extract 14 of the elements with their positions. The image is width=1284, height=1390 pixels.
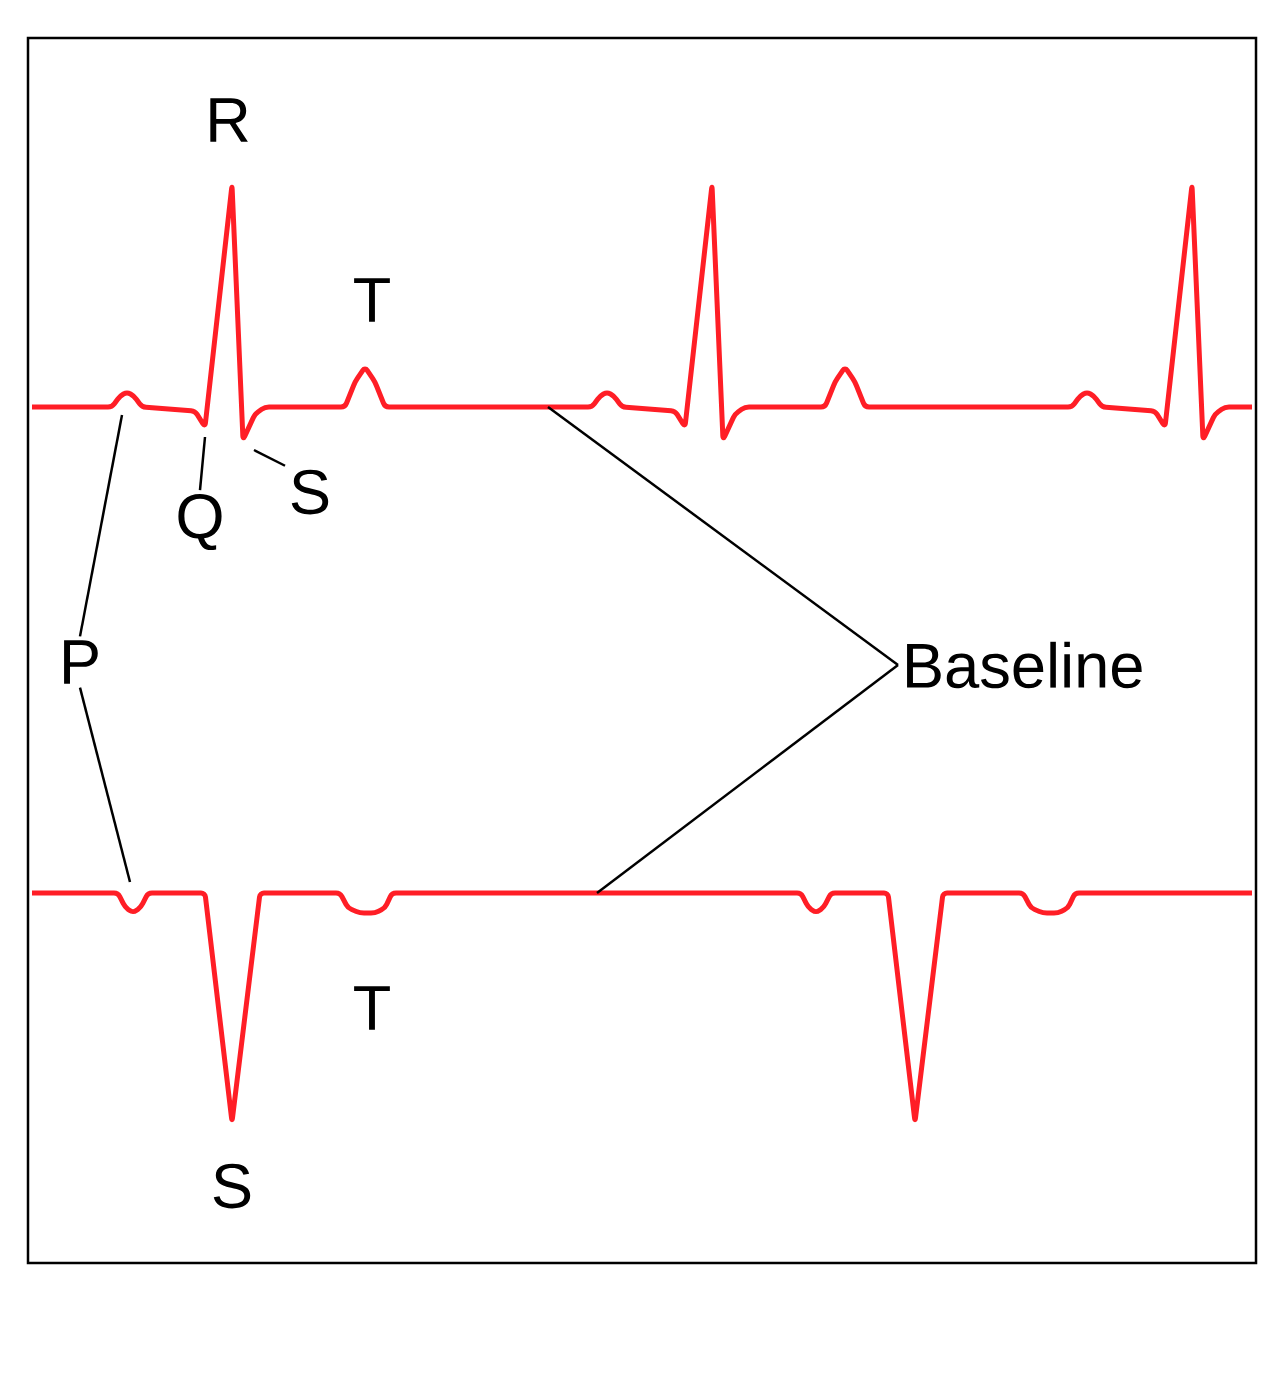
leader-line bbox=[198, 436, 207, 491]
leader-line bbox=[78, 687, 132, 883]
leader-line bbox=[547, 406, 899, 666]
wave-label: P bbox=[64, 640, 98, 684]
wave-label: Baseline bbox=[907, 641, 1142, 689]
wave-label: Q bbox=[178, 493, 222, 551]
wave-label: S bbox=[291, 469, 329, 515]
leader-line bbox=[78, 414, 124, 637]
wave-label: S bbox=[213, 1163, 251, 1209]
wave-label: R bbox=[210, 98, 248, 142]
leader-line bbox=[253, 448, 286, 467]
leader-line bbox=[596, 664, 899, 894]
wave-label: T bbox=[354, 278, 390, 322]
wave-label: T bbox=[354, 986, 390, 1030]
